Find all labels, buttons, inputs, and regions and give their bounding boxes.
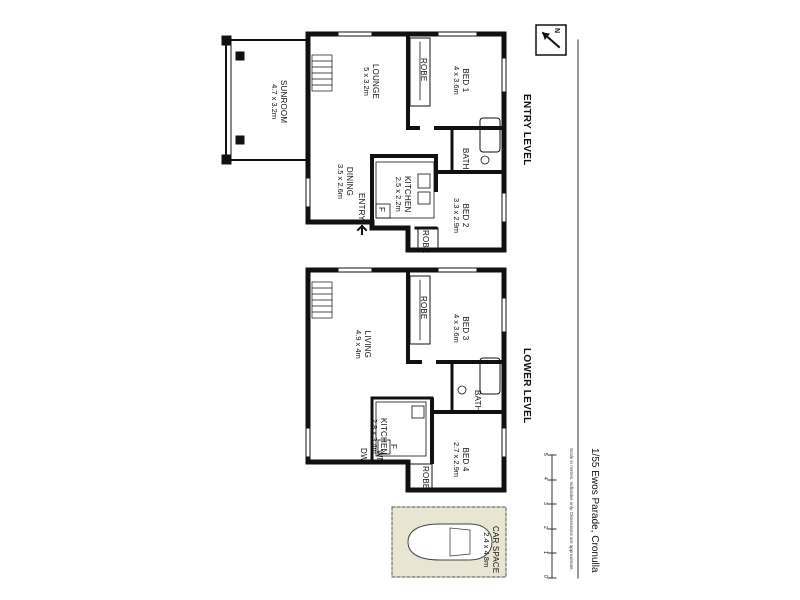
room-name: DINING xyxy=(345,166,354,197)
wm-label: WM xyxy=(375,450,384,465)
fridge-label-2: F xyxy=(389,444,398,449)
robe-text: ROBE xyxy=(421,230,430,254)
lower-level-title: LOWER LEVEL xyxy=(521,348,532,424)
room-name: KITCHEN xyxy=(403,176,412,213)
room-label-lounge: LOUNGE 5 x 3.2m xyxy=(362,64,380,99)
room-name: LOUNGE xyxy=(371,64,380,99)
scale-tick-4: 4 xyxy=(542,477,548,480)
robe-text: ROBE xyxy=(421,466,430,490)
fridge-label-1: F xyxy=(377,207,386,212)
room-label-bed2: BED 2 3.3 x 2.9m xyxy=(452,198,470,233)
robe-label-1: ROBE xyxy=(419,58,428,81)
scale-tick-1: 1 xyxy=(542,551,548,554)
wm-text: WM xyxy=(375,450,384,465)
robe-text: ROBE xyxy=(419,58,428,82)
room-dims: 3.3 x 2.9m xyxy=(452,198,461,234)
bath-label-2: BATH xyxy=(473,390,482,412)
room-dims: 2.7 x 2.9m xyxy=(452,442,461,478)
disclaimer-text: Scale in metres. Indicative only. Dimens… xyxy=(569,448,574,571)
scale-tick-5: 5 xyxy=(542,453,548,456)
scale-tick-2: 2 xyxy=(542,526,548,529)
room-name: SUNROOM xyxy=(279,80,288,124)
room-label-living: LIVING 4.9 x 4m xyxy=(354,330,372,359)
room-label-sunroom: SUNROOM 4.7 x 3.2m xyxy=(270,80,288,123)
room-label-bed4: BED 4 2.7 x 2.9m xyxy=(452,442,470,477)
room-dims: 4 x 3.6m xyxy=(452,314,461,343)
compass-letter: N xyxy=(553,28,560,34)
room-name: CAR SPACE xyxy=(491,526,500,574)
scale-tick-0: 0 xyxy=(542,575,548,578)
room-dims: 3.5 x 2.6m xyxy=(336,164,345,200)
room-label-bed3: BED 3 4 x 3.6m xyxy=(452,314,470,343)
room-label-entry: ENTRY xyxy=(357,193,366,221)
fridge-text: F xyxy=(389,444,398,450)
room-label-kitchen-entry: KITCHEN 2.5 x 2.2m xyxy=(394,176,412,213)
room-dims: 5 x 3.2m xyxy=(362,67,371,96)
room-dims: 2.5 x 2.2m xyxy=(394,176,403,212)
fridge-text: F xyxy=(377,207,386,213)
robe-label-4: ROBE xyxy=(421,466,430,489)
room-dims: 4.9 x 4m xyxy=(354,330,363,359)
bath-label-1: BATH xyxy=(461,148,470,170)
room-label-dining: DINING 3.5 x 2.6m xyxy=(336,164,354,199)
room-name: BED 4 xyxy=(461,447,470,472)
robe-label-2: ROBE xyxy=(421,230,430,253)
address-text: 1/55 Ewos Parade, Cronulla xyxy=(589,448,600,573)
scale-bar xyxy=(547,454,557,579)
scale-tick-3: 3 xyxy=(542,502,548,505)
room-name: ENTRY xyxy=(357,193,366,221)
dw-text: DW xyxy=(359,448,368,462)
bath-text: BATH xyxy=(461,148,470,170)
room-dims: 4 x 3.6m xyxy=(452,66,461,95)
bath-text: BATH xyxy=(473,390,482,412)
room-name: BED 3 xyxy=(461,316,470,341)
room-dims: 4.7 x 3.2m xyxy=(270,84,279,120)
dw-label: DW xyxy=(359,448,368,462)
compass-icon xyxy=(535,24,567,56)
room-name: BED 2 xyxy=(461,203,470,228)
lower-level-walls xyxy=(305,267,507,493)
room-dims: 2.4 x 4.8m xyxy=(482,532,491,568)
room-label-bed1: BED 1 4 x 3.6m xyxy=(452,66,470,95)
entry-level-walls xyxy=(221,31,507,253)
room-name: LIVING xyxy=(363,330,372,359)
car-space xyxy=(391,506,507,578)
robe-text: ROBE xyxy=(419,296,428,320)
room-name: BED 1 xyxy=(461,68,470,93)
robe-label-3: ROBE xyxy=(419,296,428,319)
room-label-car-space: CAR SPACE 2.4 x 4.8m xyxy=(482,526,500,573)
entry-level-title: ENTRY LEVEL xyxy=(521,94,532,166)
